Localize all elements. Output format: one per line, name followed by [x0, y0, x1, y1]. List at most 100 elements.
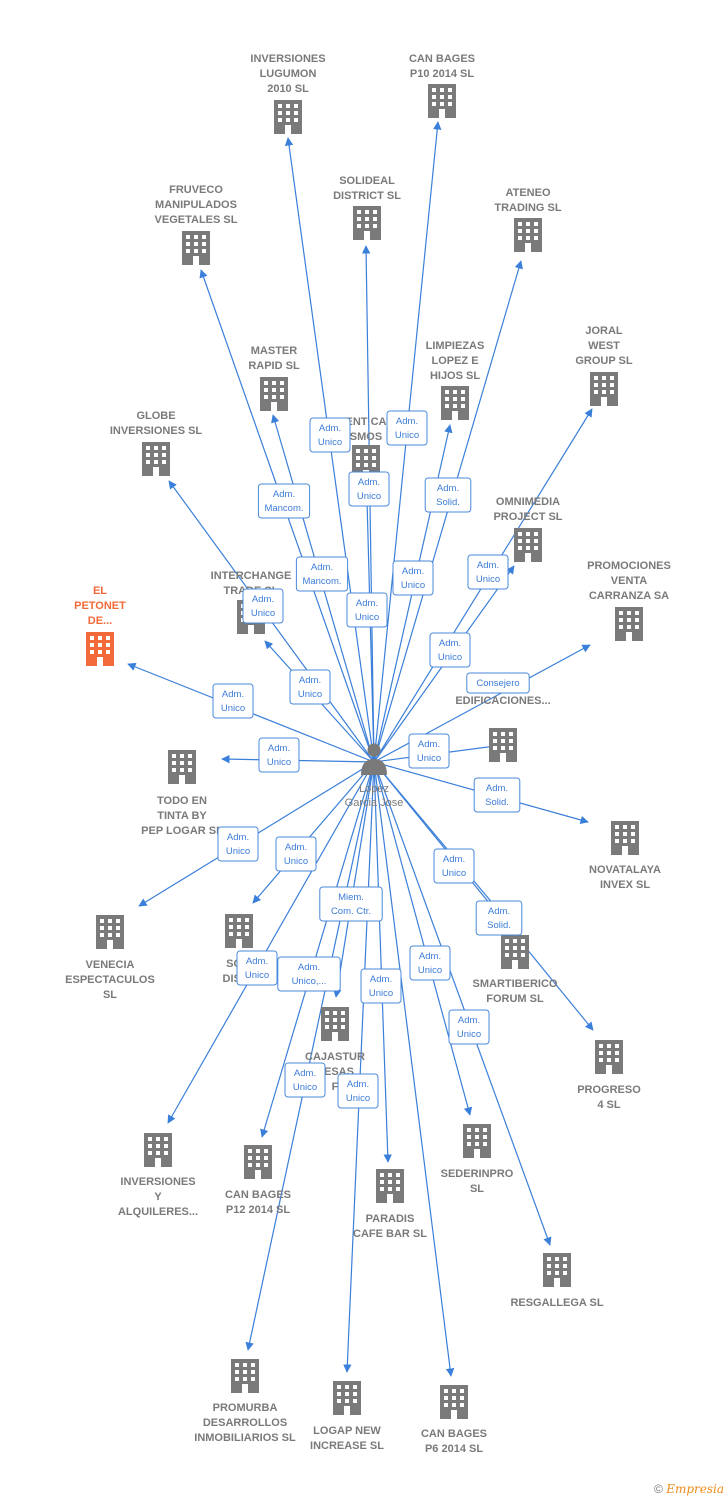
role-badge-text: Adm.	[486, 783, 508, 794]
role-badge-todoen[interactable]: Adm.Unico	[258, 737, 300, 773]
company-label-line: P6 2014 SL	[425, 1443, 483, 1455]
company-label-line: VENECIA	[86, 959, 135, 971]
brand-logo[interactable]: Empresia	[666, 1482, 724, 1496]
role-badge-fruveco[interactable]: Adm.Mancom.	[257, 483, 311, 519]
company-label-line: SMARTIBERICO	[473, 978, 558, 990]
role-badge-promurba[interactable]: Adm.Unico	[284, 1062, 326, 1098]
role-badge-resgallega[interactable]: Adm.Unico	[448, 1009, 490, 1045]
role-badge-venecia[interactable]: Adm.Unico	[217, 826, 259, 862]
building-icon	[142, 442, 170, 476]
company-node-resgallega[interactable]: RESGALLEGA SL	[510, 1253, 604, 1309]
company-node-omnimedia[interactable]: OMNIMEDIA PROJECT SL	[493, 496, 563, 562]
company-node-invalq[interactable]: INVERSIONESYALQUILERES...	[118, 1133, 198, 1218]
role-badge-text: Adm.	[294, 1068, 316, 1079]
role-badge-novatalaya[interactable]: Adm. Solid.	[473, 777, 521, 813]
company-label-line: PROGRESO	[577, 1084, 641, 1096]
role-badge-civiles[interactable]: Adm.Unico	[408, 733, 450, 769]
company-label-line: TODO EN	[157, 795, 207, 807]
building-icon	[428, 84, 456, 118]
company-label-line: EDIFICACIONES...	[455, 695, 550, 707]
role-badge-box	[337, 1073, 379, 1109]
company-label-line: Y	[154, 1191, 162, 1203]
role-badge-box	[360, 968, 402, 1004]
company-node-todoen[interactable]: TODO EN TINTA BY PEP LOGAR SL	[141, 750, 223, 837]
role-badge-box	[242, 588, 284, 624]
role-badge-paradis[interactable]: Adm.Unico	[360, 968, 402, 1004]
role-badge-canbages12[interactable]: Adm.Unico,...	[277, 956, 341, 992]
building-icon	[440, 1385, 468, 1419]
role-badge-box	[275, 836, 317, 872]
role-badge-sederinpro[interactable]: Adm.Unico	[409, 945, 451, 981]
copyright-symbol: ©	[654, 1482, 663, 1496]
role-badge-text: Unico	[417, 753, 441, 764]
role-badge-text: Adm.	[443, 854, 465, 865]
role-badge-petonet[interactable]: Adm.Unico	[212, 683, 254, 719]
role-badge-text: Unico	[226, 846, 250, 857]
role-badge-text: Adm.	[311, 562, 333, 573]
building-icon	[514, 218, 542, 252]
role-badge-cajastur[interactable]: Miem.Com. Ctr.	[319, 886, 383, 922]
company-label-line: TINTA BY	[157, 810, 207, 822]
role-badge-globe[interactable]: Adm.Unico	[242, 588, 284, 624]
company-label-line: P12 2014 SL	[226, 1204, 290, 1216]
company-label-line: PEP LOGAR SL	[141, 825, 223, 837]
role-badge-progreso[interactable]: Adm.Unico	[433, 848, 475, 884]
role-badge-text: Solid.	[485, 797, 509, 808]
role-badge-promociones[interactable]: Consejero	[466, 672, 530, 694]
role-badge-text: Adm.	[488, 906, 510, 917]
role-badge-box	[277, 956, 341, 992]
role-badge-invalq[interactable]: Adm.Unico	[236, 950, 278, 986]
role-badge-rentcar[interactable]: Adm.Unico	[346, 592, 388, 628]
company-label-line: OMNIMEDIA	[496, 496, 560, 508]
building-icon	[353, 206, 381, 240]
role-badge-solideal[interactable]: Adm.Unico	[348, 471, 390, 507]
role-badge-interchange[interactable]: Adm.Unico	[289, 669, 331, 705]
person-name-line: Garcia Jose	[345, 797, 404, 809]
company-label-line: EL	[93, 585, 107, 597]
role-badge-limpiezas[interactable]: Adm.Unico	[392, 560, 434, 596]
role-badge-text: Adm.	[402, 566, 424, 577]
role-badge-joral[interactable]: Adm.Unico	[467, 554, 509, 590]
role-badge-logap[interactable]: Adm.Unico	[337, 1073, 379, 1109]
role-badge-omnimedia[interactable]: Adm.Unico	[429, 632, 471, 668]
role-badge-text: Solid.	[487, 920, 511, 931]
role-badge-canbages10[interactable]: Adm.Unico	[386, 410, 428, 446]
role-badge-text: Adm.	[458, 1015, 480, 1026]
role-badge-lugumon[interactable]: Adm.Unico	[309, 417, 351, 453]
building-icon	[463, 1124, 491, 1158]
role-badge-box	[295, 556, 349, 592]
company-label-line: SL	[470, 1183, 484, 1195]
role-badge-smartiberico[interactable]: Adm. Solid.	[475, 900, 523, 936]
role-badge-master[interactable]: Adm.Mancom.	[295, 556, 349, 592]
company-node-petonet[interactable]: ELPETONETDE...	[74, 585, 126, 666]
role-badge-ateneo[interactable]: Adm.Solid.	[424, 477, 472, 513]
company-label-line: PROJECT SL	[493, 511, 562, 523]
company-label-line: GROUP SL	[575, 355, 633, 367]
role-badge-solidistr[interactable]: Adm.Unico	[275, 836, 317, 872]
company-label-line: FRUVECO	[169, 184, 223, 196]
company-label-line: RAPID SL	[248, 360, 300, 372]
